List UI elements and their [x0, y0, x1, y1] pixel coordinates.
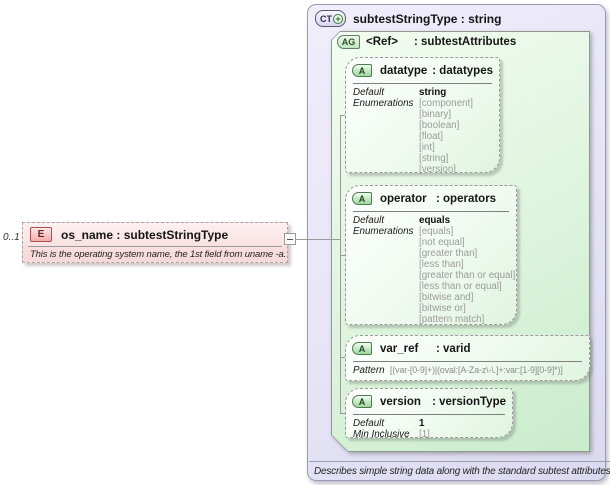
element-box-os-name[interactable]: E os_name : subtestStringType This is th…	[22, 222, 288, 263]
attribute-group-header: AG <Ref> : subtestAttributes	[337, 35, 516, 49]
complex-type-title: subtestStringType : string	[353, 11, 502, 26]
enum-value: [component]	[419, 98, 473, 109]
facet-label-enumerations: Enumerations	[353, 226, 414, 237]
attribute-header: A version : versionType	[346, 389, 512, 414]
attribute-facets: Default string Enumerations [component] …	[346, 87, 499, 175]
facet-default-value: 1	[419, 418, 425, 429]
element-title: os_name : subtestStringType	[61, 228, 228, 242]
connector-line	[296, 239, 341, 240]
cardinality-label: 0..1	[3, 232, 20, 243]
attribute-box-datatype[interactable]: A datatype : datatypes Default string En…	[345, 57, 500, 175]
facet-label-min-inclusive: Min Inclusive	[353, 429, 410, 440]
element-annotation: This is the operating system name, the 1…	[30, 249, 287, 260]
complex-type-annotation: Describes simple string data along with …	[309, 461, 610, 477]
element-badge: E	[30, 227, 52, 242]
attribute-badge: A	[352, 342, 372, 355]
attribute-box-var-ref[interactable]: A var_ref : varid Pattern [(var-[0-9]+)|…	[345, 335, 590, 381]
enum-value: [bitwise or]	[419, 303, 466, 314]
connector-stub-datatype	[340, 115, 346, 116]
facet-label-default: Default	[353, 87, 385, 98]
attribute-type: : varid	[436, 342, 471, 355]
enum-value: [less than]	[419, 259, 464, 270]
element-title-separator: :	[113, 227, 124, 242]
connector-stub-version	[340, 413, 346, 414]
attribute-name: operator	[380, 192, 427, 205]
separator	[353, 211, 509, 212]
enum-value: [boolean]	[419, 120, 460, 131]
complex-type-badge-label: CT	[320, 13, 332, 24]
enum-value: [version]	[419, 164, 457, 175]
separator	[353, 361, 582, 362]
connector-stub-var-ref	[340, 357, 346, 358]
facet-enum-values: [equals] [not equal] [greater than] [les…	[419, 226, 515, 325]
attribute-group-type: : subtestAttributes	[414, 36, 517, 48]
attribute-badge: A	[352, 64, 372, 77]
facet-default-value: string	[419, 87, 447, 98]
enum-value: [string]	[419, 153, 449, 164]
attribute-type: : versionType	[432, 395, 506, 408]
enum-value: [pattern match]	[419, 314, 485, 325]
facet-label-default: Default	[353, 418, 385, 429]
attribute-type: : datatypes	[432, 64, 493, 77]
attribute-badge: A	[352, 192, 372, 205]
facet-label-enumerations: Enumerations	[353, 98, 414, 109]
enum-value: [equals]	[419, 226, 454, 237]
attribute-name: version	[380, 395, 421, 408]
facet-label-default: Default	[353, 215, 385, 226]
connector-spine	[340, 115, 341, 414]
attribute-badge: A	[352, 395, 372, 408]
attribute-group-badge: AG	[337, 35, 360, 49]
attribute-facets: Default equals Enumerations [equals] [no…	[346, 215, 516, 325]
attribute-facets: Pattern [(var-[0-9]+)|(oval:[A-Za-z\-\.]…	[346, 365, 589, 376]
separator	[353, 414, 505, 415]
enum-value: [not equal]	[419, 237, 465, 248]
minus-icon	[287, 238, 293, 240]
complex-type-badge: CT +	[315, 10, 346, 27]
separator	[28, 246, 282, 247]
attribute-header: A var_ref : varid	[346, 336, 589, 361]
enum-value: [binary]	[419, 109, 452, 120]
complex-type-header: CT + subtestStringType : string	[315, 10, 501, 27]
attribute-box-version[interactable]: A version : versionType Default 1 Min In…	[345, 388, 513, 440]
element-name: os_name	[61, 227, 114, 242]
connector-stub-operator	[340, 255, 346, 256]
facet-default-value: equals	[419, 215, 451, 226]
attribute-type: : operators	[436, 192, 497, 205]
attribute-group-ref: <Ref>	[366, 36, 398, 48]
enum-value: [bitwise and]	[419, 292, 474, 303]
enum-value: [greater than or equal]	[419, 270, 516, 281]
element-type: subtestStringType	[123, 227, 229, 242]
facet-pattern-value: [(var-[0-9]+)|(oval:[A-Za-z\-\.]+:var:[1…	[390, 365, 563, 375]
expand-icon[interactable]: +	[333, 13, 343, 24]
enum-value: [greater than]	[419, 248, 478, 259]
facet-enum-values: [component] [binary] [boolean] [float] […	[419, 98, 473, 175]
attribute-name: datatype	[380, 64, 428, 77]
enum-value: [less than or equal]	[419, 281, 502, 292]
attribute-name: var_ref	[380, 342, 419, 355]
collapse-toggle[interactable]	[284, 233, 296, 245]
separator	[353, 83, 492, 84]
facet-label-pattern: Pattern	[353, 365, 385, 376]
attribute-box-operator[interactable]: A operator : operators Default equals En…	[345, 185, 517, 325]
attribute-facets: Default 1 Min Inclusive [1]	[346, 418, 512, 440]
facet-min-inclusive-value: [1]	[419, 429, 430, 440]
enum-value: [int]	[419, 142, 435, 153]
attribute-header: A datatype : datatypes	[346, 58, 499, 83]
enum-value: [float]	[419, 131, 443, 142]
attribute-header: A operator : operators	[346, 186, 516, 211]
element-header: E os_name : subtestStringType	[23, 223, 287, 246]
